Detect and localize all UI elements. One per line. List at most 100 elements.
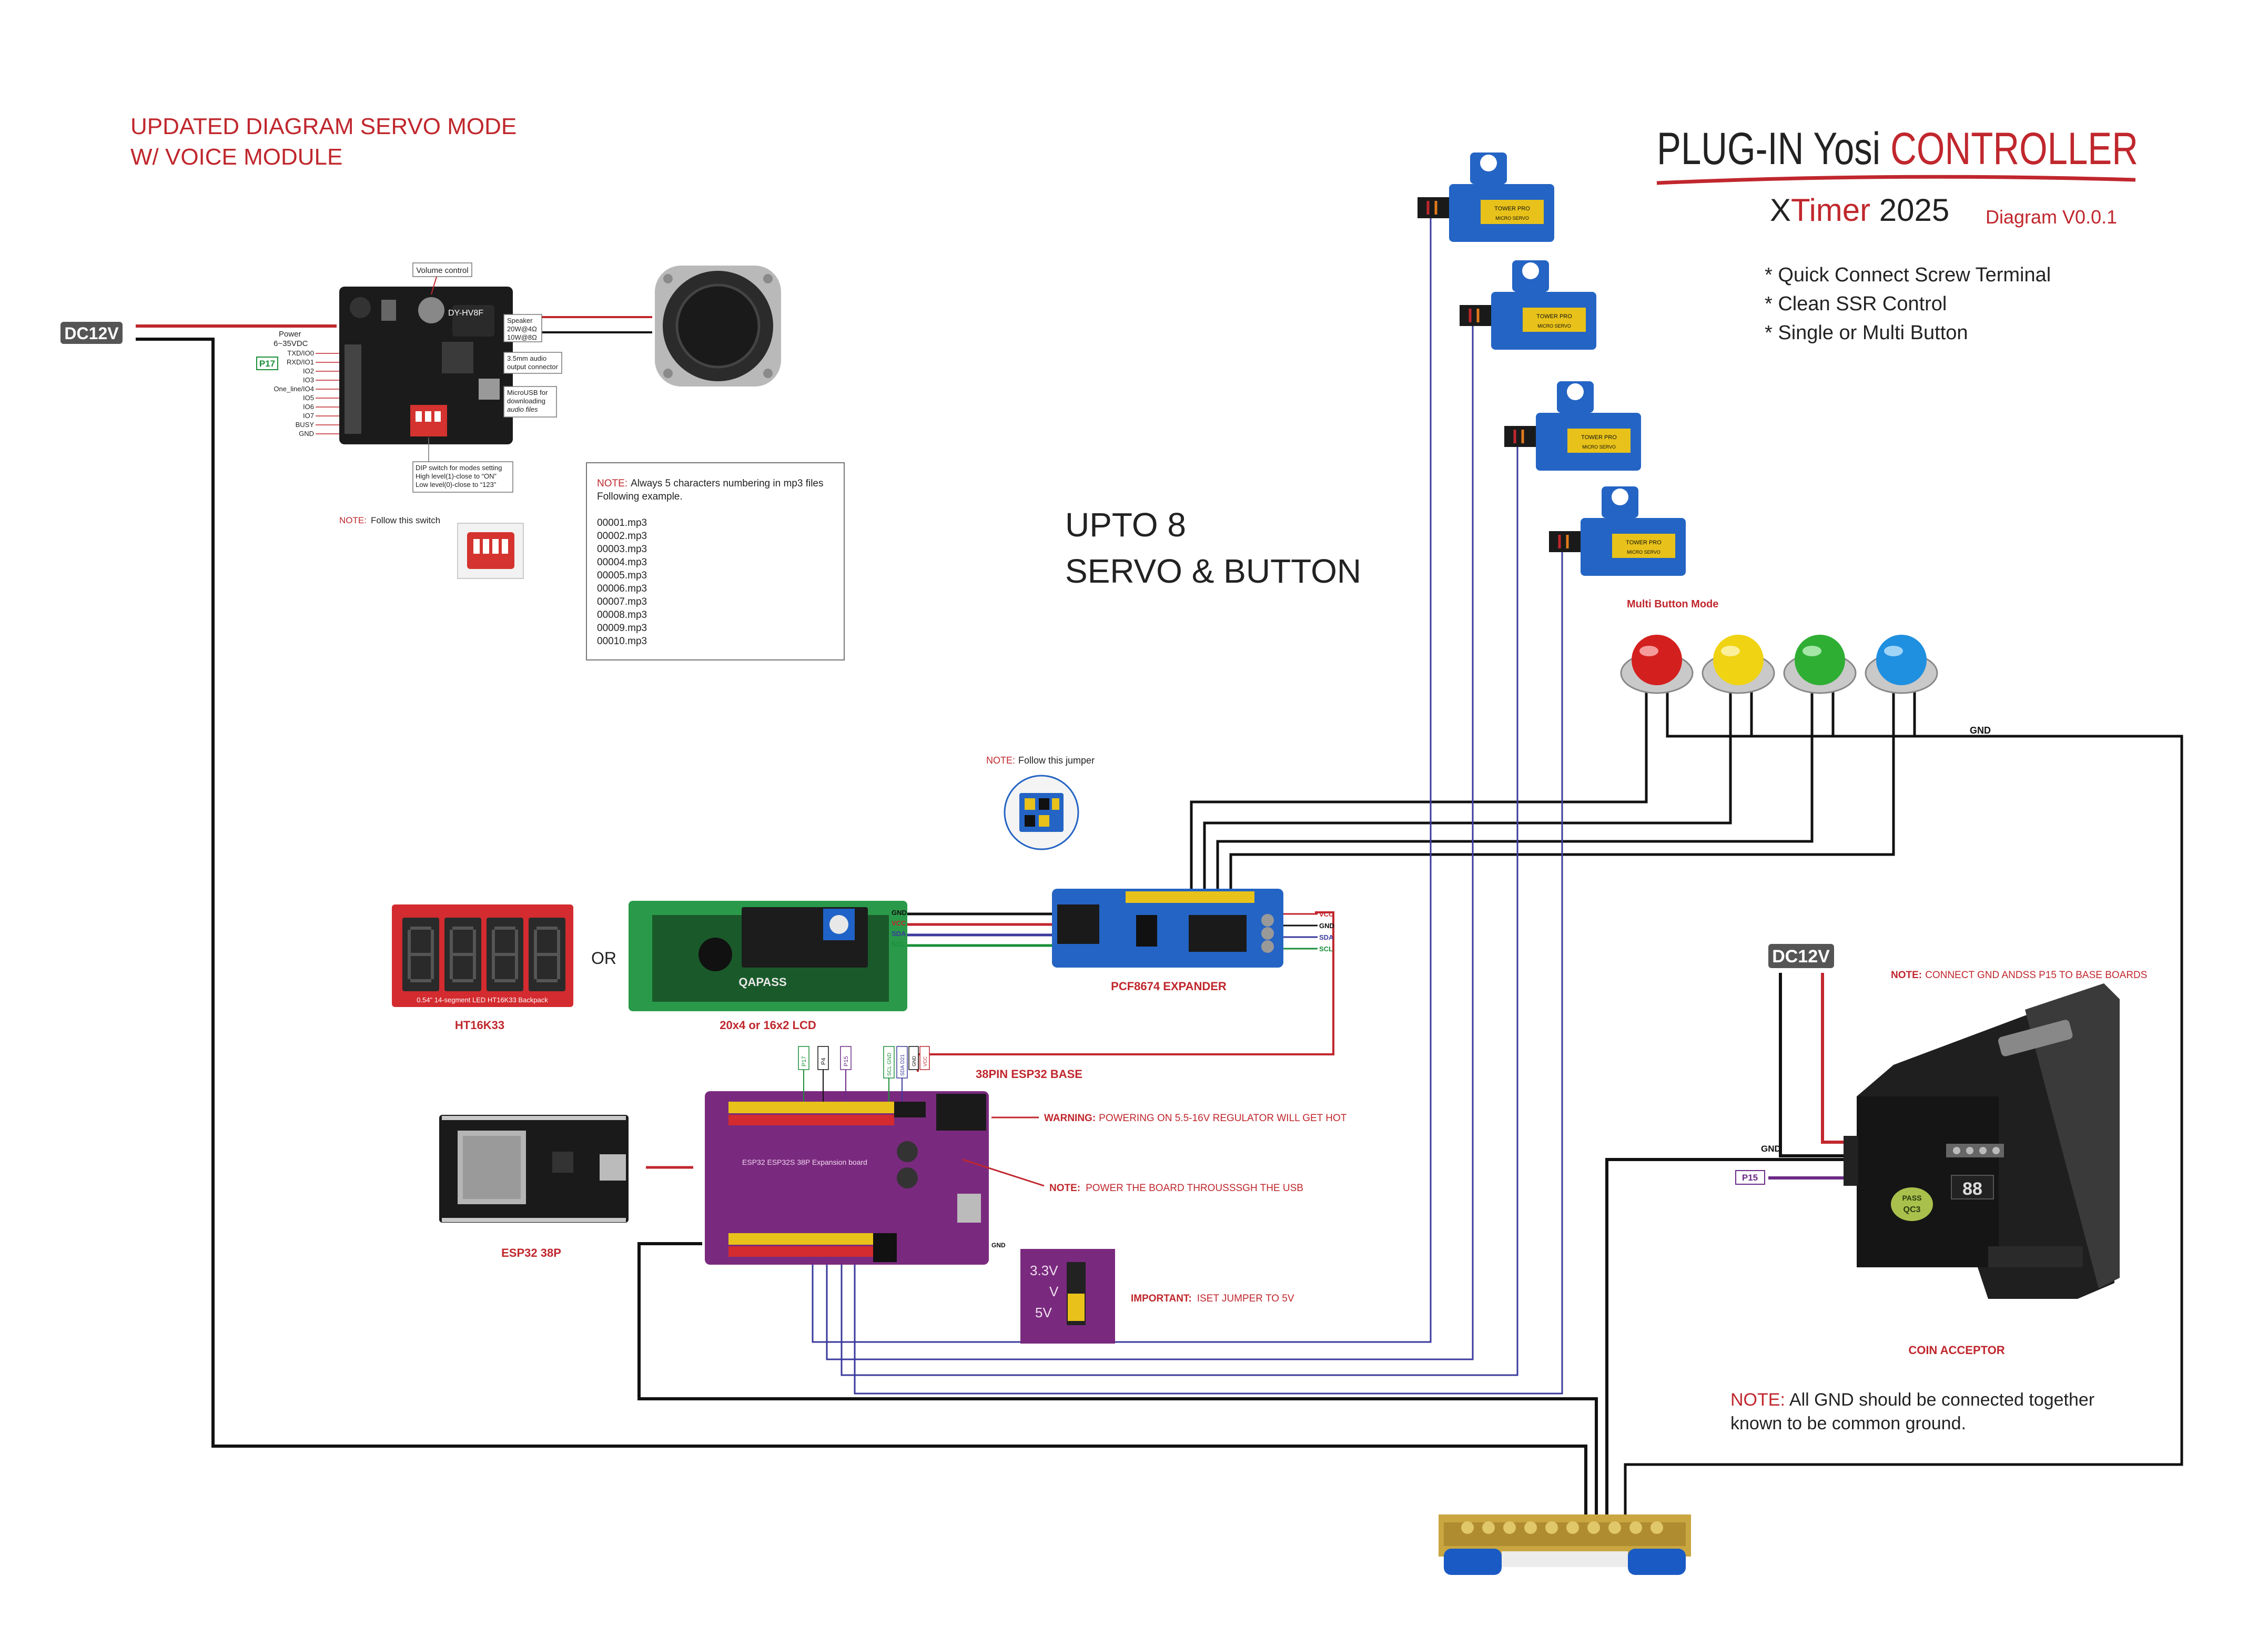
wire-servo-2	[826, 323, 1474, 1360]
coin-acceptor-label: COIN ACCEPTOR	[1908, 1344, 2004, 1357]
servo-3-brand: TOWER PRO	[1581, 434, 1617, 441]
pcf8674-expander: VCC GND SDA SCL PCF8674 EXPANDER	[1052, 889, 1334, 993]
voice-pin-4: One_line/IO4	[274, 385, 314, 393]
pcf-pin-scl: SCL	[1319, 945, 1333, 953]
voice-pin-5: IO5	[303, 394, 314, 402]
subtitle-timer: Timer	[1791, 192, 1870, 228]
voice-note-label: NOTE:	[339, 515, 367, 525]
important-text: IMPORTANT:ISET JUMPER TO 5V	[1131, 1293, 1294, 1304]
coin-acceptor: 88 PASS QC3 GND P15 COIN ACCEPTOR	[1735, 983, 2120, 1357]
mp3-file-9: 00009.mp3	[597, 623, 647, 634]
wire-coin-gnd	[1605, 1158, 1844, 1514]
common-ground-body: All GND should be connected together	[1789, 1390, 2094, 1410]
jumper-opt-5v: 5V	[1035, 1305, 1052, 1320]
usb-note-label: NOTE:	[1049, 1183, 1080, 1194]
coin-note: NOTE:CONNECT GND ANDSS P15 TO BASE BOARD…	[1891, 970, 2147, 981]
jumper-note-body: Follow this jumper	[1018, 755, 1095, 766]
base-tag-sda: SDA D21	[900, 1054, 906, 1076]
lcd-label: 20x4 or 16x2 LCD	[720, 1019, 816, 1032]
base-tag-p4: P4	[821, 1058, 827, 1065]
title-underline	[1656, 175, 2136, 185]
wire-base-gnd	[637, 1242, 1598, 1514]
jumper-opt-3v3: 3.3V	[1030, 1263, 1058, 1278]
voice-pin-7: IO7	[303, 412, 314, 420]
jumper-note-label: NOTE:	[986, 755, 1015, 766]
voice-speaker-4ohm: 20W@4Ω	[507, 325, 537, 333]
voice-audio-out-1: 3.5mm audio	[507, 354, 546, 362]
coin-sticker-pass: PASS	[1902, 1194, 1921, 1202]
base-label: 38PIN ESP32 BASE	[976, 1067, 1082, 1081]
voice-pin-2: IO2	[303, 367, 314, 375]
mp3-file-7: 00007.mp3	[597, 596, 647, 607]
usb-note-text: NOTE:POWER THE BOARD THROUSSSGH THE USB	[1049, 1183, 1303, 1194]
mp3-file-10: 00010.mp3	[597, 636, 647, 647]
voice-speaker-label: Speaker	[507, 317, 533, 324]
wire-servo-1	[812, 216, 1432, 1343]
subtitle-year: 2025	[1870, 192, 1949, 228]
mp3-file-1: 00001.mp3	[597, 517, 647, 528]
header-line-2: W/ VOICE MODULE	[130, 144, 342, 170]
subtitle-x: X	[1770, 192, 1791, 228]
voice-pin-6: IO6	[303, 403, 314, 411]
wire-dc-left-black	[136, 338, 1587, 1514]
lcd-pin-sda: SDA	[892, 930, 906, 938]
voice-pin-8: BUSY	[296, 421, 315, 429]
mp3-file-6: 00006.mp3	[597, 583, 647, 594]
voice-pin-0: TXD/IO0	[287, 349, 314, 357]
voice-usb-1: MicroUSB for	[507, 389, 548, 396]
mp3-note-text-2: Following example.	[597, 491, 683, 502]
voice-pin-9: GND	[299, 430, 314, 438]
voice-dip-2: High level(1)-close to “ON”	[416, 472, 497, 480]
common-ground-note-2: known to be common ground.	[1730, 1414, 1966, 1433]
jumper-opt-v: V	[1049, 1284, 1059, 1299]
mp3-file-4: 00004.mp3	[597, 557, 647, 568]
pcf-pin-sda: SDA	[1319, 933, 1334, 941]
pcf-pin-vcc: VCC	[1319, 910, 1334, 918]
or-label: OR	[591, 949, 616, 968]
base-tag-p17: P17	[801, 1056, 807, 1066]
button-blue	[1865, 635, 1938, 694]
dip-switch-detail	[457, 523, 524, 579]
voice-volume-label: Volume control	[416, 266, 468, 275]
speaker	[655, 266, 781, 387]
wire-servo-3	[841, 444, 1518, 1376]
upto-line-1: UPTO 8	[1065, 506, 1186, 544]
jumper-note: NOTE:Follow this jumper	[986, 755, 1095, 850]
servo-3-model: MICRO SERVO	[1582, 444, 1616, 450]
jumper-note-text: NOTE:Follow this jumper	[986, 755, 1095, 766]
mp3-file-8: 00008.mp3	[597, 609, 647, 621]
esp32-label: ESP32 38P	[501, 1246, 561, 1259]
ht16k33-board-text: 0.54" 14-segment LED HT16K33 Backpack	[417, 996, 548, 1004]
voice-pin-1: RXD/IO1	[287, 358, 314, 366]
dc12v-left-label: DC12V	[64, 324, 119, 343]
button-green	[1783, 635, 1857, 694]
esp32-38p: ESP32 38P	[439, 1115, 629, 1259]
mp3-file-5: 00005.mp3	[597, 570, 647, 581]
warning-label: WARNING:	[1044, 1113, 1096, 1124]
subtitle: XTimer 2025	[1770, 192, 1949, 228]
voice-speaker-8ohm: 10W@8Ω	[507, 333, 537, 341]
servo-1-brand: TOWER PRO	[1494, 206, 1530, 212]
coin-note-body: CONNECT GND ANDSS P15 TO BASE BOARDS	[1925, 970, 2147, 981]
jumper-5v-detail: 3.3V V 5V	[1020, 1249, 1115, 1344]
voice-dip-3: Low level(0)-close to “123”	[416, 481, 496, 489]
voice-power-label: Power	[279, 330, 301, 339]
coin-p15-tag: P15	[1742, 1173, 1758, 1183]
multi-buttons: Multi Button Mode GND	[1620, 598, 1991, 736]
servo-3: TOWER PRO MICRO SERVO	[1504, 381, 1641, 471]
voice-usb-2: downloading	[507, 397, 545, 405]
ground-terminal-block	[1439, 1514, 1691, 1575]
main-title-a: PLUG-IN Yosi	[1657, 124, 1890, 174]
wire-buttons-gnd	[1624, 689, 2183, 1514]
wire-coin-red	[1821, 973, 1844, 1144]
pcf-label: PCF8674 EXPANDER	[1111, 980, 1227, 993]
button-red	[1620, 635, 1694, 694]
wire-button-2	[1203, 689, 1732, 889]
wire-coin-black	[1779, 973, 1844, 1157]
voice-chip-label: DY-HV8F	[448, 309, 483, 318]
dc12v-right-label: DC12V	[1772, 947, 1830, 967]
dc12v-left: DC12V	[60, 322, 123, 344]
multi-button-label: Multi Button Mode	[1627, 598, 1718, 610]
coin-display: 88	[1962, 1179, 1982, 1199]
